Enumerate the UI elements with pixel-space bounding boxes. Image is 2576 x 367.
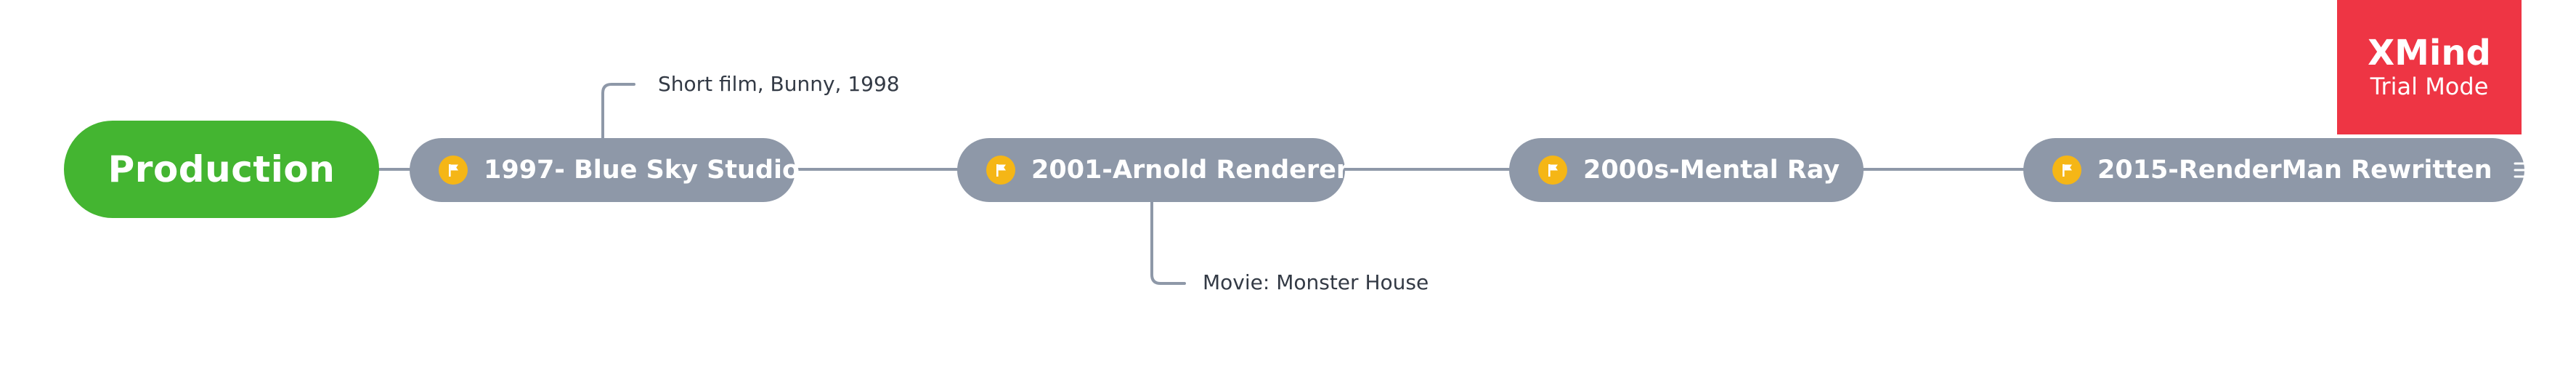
topic-1997-blue-sky-studio[interactable]: 1997- Blue Sky Studio bbox=[410, 138, 800, 202]
topic-2000s-mental-ray[interactable]: 2000s-Mental Ray bbox=[1509, 138, 1864, 202]
watermark-title: XMind bbox=[2368, 32, 2491, 73]
topic-label: 2000s-Mental Ray bbox=[1583, 156, 1840, 185]
subtopic-movie-monster-house[interactable]: Movie: Monster House bbox=[1203, 270, 1429, 294]
notes-icon[interactable] bbox=[2513, 161, 2538, 180]
topic-2015-renderman-rewritten[interactable]: 2015-RenderMan Rewritten bbox=[2023, 138, 2537, 202]
subtopic-label: Short film, Bunny, 1998 bbox=[658, 72, 900, 96]
flag-icon bbox=[1538, 156, 1567, 185]
connector-topic2-subtopic bbox=[1150, 201, 1186, 285]
flag-icon bbox=[439, 156, 468, 185]
root-topic-label: Production bbox=[107, 148, 336, 190]
topic-label: 1997- Blue Sky Studio bbox=[484, 156, 800, 185]
trial-mode-watermark: XMind Trial Mode bbox=[2337, 0, 2522, 134]
watermark-subtitle: Trial Mode bbox=[2370, 72, 2489, 100]
topic-label: 2001-Arnold Renderer bbox=[1031, 156, 1349, 185]
flag-icon bbox=[986, 156, 1015, 185]
connector-topic1-subtopic bbox=[601, 83, 635, 140]
flag-icon bbox=[2052, 156, 2081, 185]
topic-2001-arnold-renderer[interactable]: 2001-Arnold Renderer bbox=[957, 138, 1349, 202]
subtopic-short-film-bunny[interactable]: Short film, Bunny, 1998 bbox=[658, 72, 900, 96]
root-topic[interactable]: Production bbox=[64, 121, 379, 218]
subtopic-label: Movie: Monster House bbox=[1203, 270, 1429, 294]
topic-label: 2015-RenderMan Rewritten bbox=[2097, 156, 2492, 185]
